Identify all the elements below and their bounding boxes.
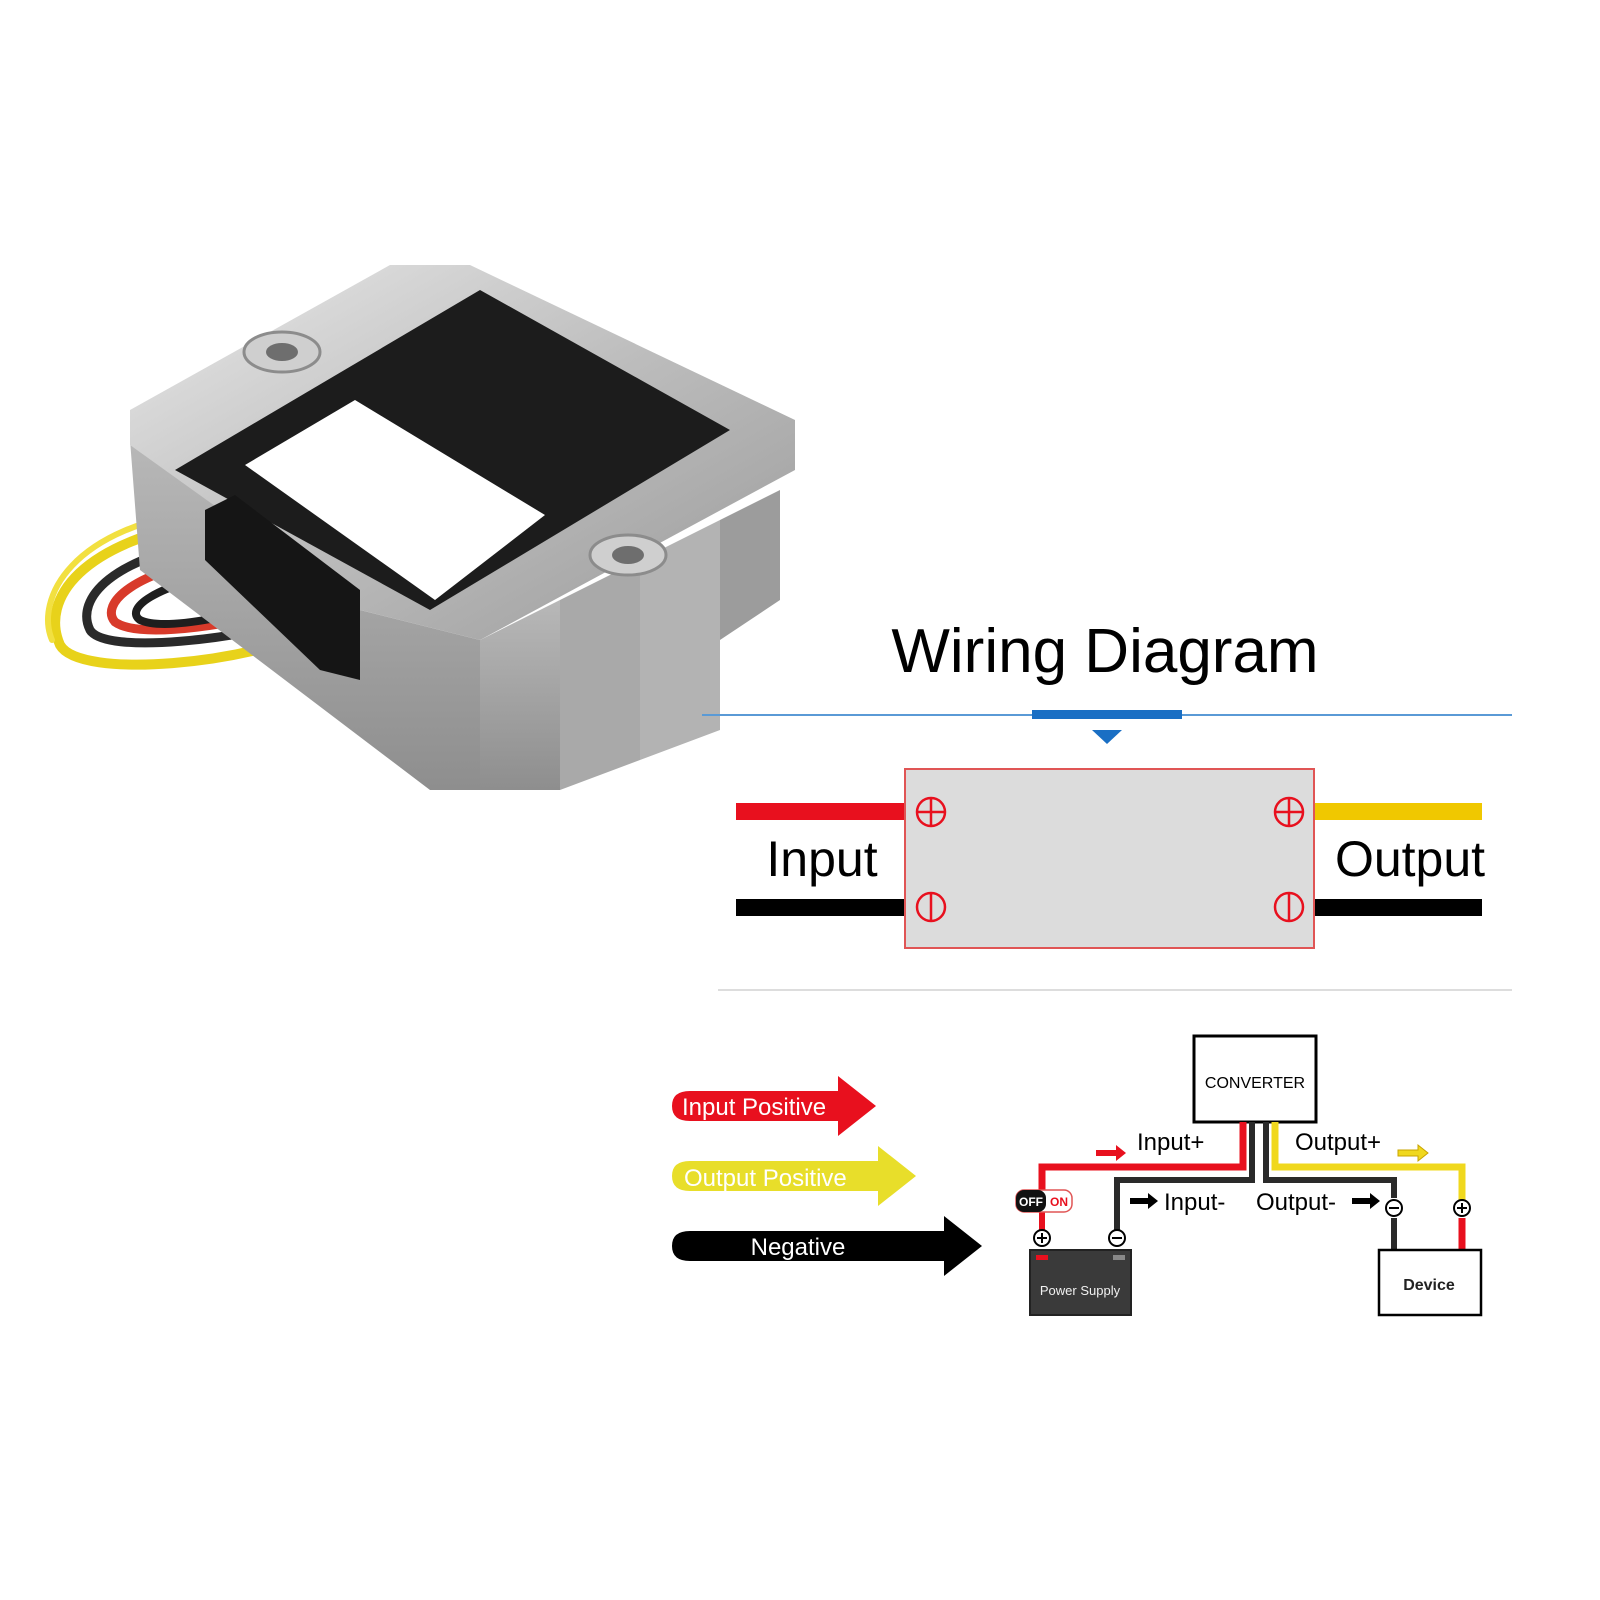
output-plus-arrow-icon bbox=[1397, 1143, 1429, 1163]
input-negative-wire bbox=[736, 899, 908, 916]
legend-negative-label: Negative bbox=[751, 1234, 846, 1261]
diagram-title: Wiring Diagram bbox=[891, 617, 1318, 686]
power-supply-battery: Power Supply bbox=[1029, 1249, 1132, 1316]
black-cover bbox=[175, 290, 730, 610]
mounting-hole bbox=[242, 330, 322, 374]
legend-negative: Negative bbox=[672, 1216, 982, 1276]
converter-module bbox=[904, 768, 1315, 949]
label-area bbox=[245, 400, 545, 600]
input-plus-arrow-icon bbox=[1096, 1145, 1126, 1161]
output-minus-arrow-icon bbox=[1352, 1193, 1380, 1209]
switch-on-label: ON bbox=[1050, 1195, 1068, 1209]
device-box: Device bbox=[1377, 1248, 1483, 1317]
heatsink-fin bbox=[640, 520, 720, 760]
converter-product-image bbox=[45, 265, 795, 790]
supply-positive-terminal-icon bbox=[1033, 1229, 1051, 1247]
output-label: Output bbox=[1335, 831, 1485, 887]
input-negative-line bbox=[1114, 1122, 1255, 1230]
on-off-switch: OFF ON bbox=[1015, 1189, 1073, 1213]
input-minus-label: Input- bbox=[1164, 1189, 1225, 1216]
positive-terminal-icon bbox=[1273, 796, 1305, 828]
input-positive-line bbox=[1038, 1122, 1247, 1198]
negative-terminal-icon bbox=[1273, 891, 1305, 923]
schematic: CONVERTER Input+ Output+ Input- Output- … bbox=[1015, 1034, 1483, 1317]
power-supply-label: Power Supply bbox=[1040, 1283, 1121, 1298]
input-minus-arrow-icon bbox=[1130, 1193, 1158, 1209]
mounting-hole bbox=[588, 533, 668, 577]
converter-label: CONVERTER bbox=[1205, 1075, 1305, 1092]
converter-box bbox=[1192, 1034, 1318, 1124]
supply-negative-terminal-icon bbox=[1108, 1229, 1126, 1247]
negative-terminal-icon bbox=[915, 891, 947, 923]
legend: Input Positive Output Positive Negative bbox=[672, 1076, 982, 1276]
output-positive-wire bbox=[1315, 803, 1482, 820]
legend-output-positive-label: Output Positive bbox=[684, 1165, 847, 1192]
device-label: Device bbox=[1403, 1277, 1455, 1294]
heatsink-fin bbox=[480, 600, 560, 790]
input-label: Input bbox=[766, 831, 877, 887]
output-plus-label: Output+ bbox=[1295, 1129, 1381, 1156]
output-minus-label: Output- bbox=[1256, 1189, 1336, 1216]
device-positive-terminal-icon bbox=[1453, 1199, 1471, 1217]
output-negative-wire bbox=[1315, 899, 1482, 916]
heatsink-fin bbox=[560, 560, 640, 790]
heatsink-fin bbox=[720, 490, 780, 640]
switch-off-label: OFF bbox=[1019, 1195, 1043, 1209]
legend-input-positive-label: Input Positive bbox=[682, 1094, 826, 1121]
legend-output-positive: Output Positive bbox=[672, 1146, 916, 1206]
module-wiring-block: Input Output bbox=[736, 768, 1485, 949]
pointer-triangle-icon bbox=[1092, 730, 1122, 744]
input-plus-label: Input+ bbox=[1137, 1129, 1204, 1156]
input-positive-wire bbox=[736, 803, 908, 820]
wire-connector bbox=[205, 495, 360, 680]
output-negative-line bbox=[1263, 1122, 1397, 1198]
title-underline-accent bbox=[1032, 710, 1182, 719]
positive-terminal-icon bbox=[915, 796, 947, 828]
device-negative-terminal-icon bbox=[1385, 1199, 1403, 1217]
output-positive-line bbox=[1271, 1122, 1466, 1200]
legend-input-positive: Input Positive bbox=[672, 1076, 876, 1136]
